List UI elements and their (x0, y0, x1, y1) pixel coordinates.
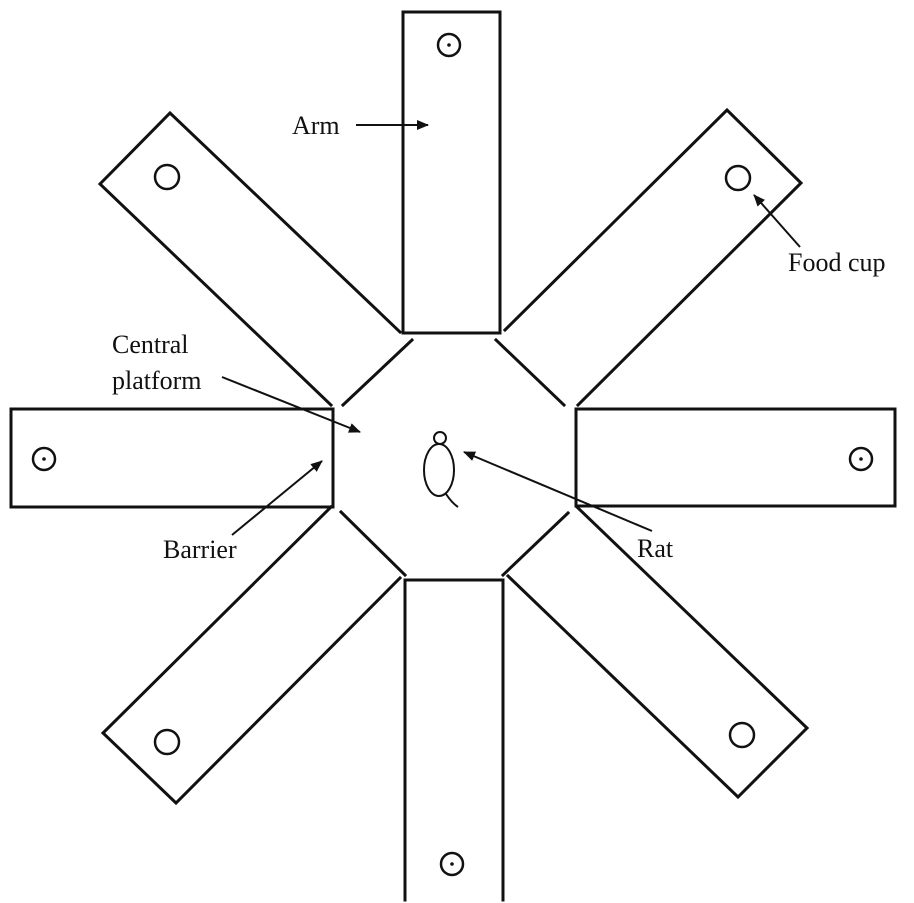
rat (423, 431, 459, 508)
arrow-food-cup (753, 194, 801, 248)
arm-bottom-right (505, 504, 810, 800)
central-platform (338, 337, 571, 578)
arm-top-right (502, 107, 804, 408)
arm-left (9, 407, 335, 509)
label-arm: Arm (292, 111, 340, 140)
arm-right (574, 407, 897, 508)
food-cup-top-left (153, 163, 181, 191)
rat-head (433, 431, 447, 445)
rat-tail (445, 493, 459, 508)
arm-bottom (403, 578, 505, 902)
label-central-platform-line2: platform (112, 366, 202, 395)
label-food-cup: Food cup (788, 248, 886, 277)
food-cup-bottom-left (153, 728, 181, 756)
arm-top-left (97, 110, 403, 408)
label-central-platform-line1: Central (112, 330, 189, 359)
food-cup-bottom-right (728, 721, 756, 749)
arrow-rat (463, 451, 653, 532)
rat-body (423, 443, 455, 497)
arrow-central-platform (221, 376, 361, 433)
arm-bottom-left (100, 504, 403, 806)
arm-top (401, 10, 502, 335)
arrow-barrier (231, 460, 323, 536)
label-rat: Rat (637, 534, 674, 563)
food-cup-top-right (724, 164, 752, 192)
label-barrier: Barrier (163, 535, 237, 564)
